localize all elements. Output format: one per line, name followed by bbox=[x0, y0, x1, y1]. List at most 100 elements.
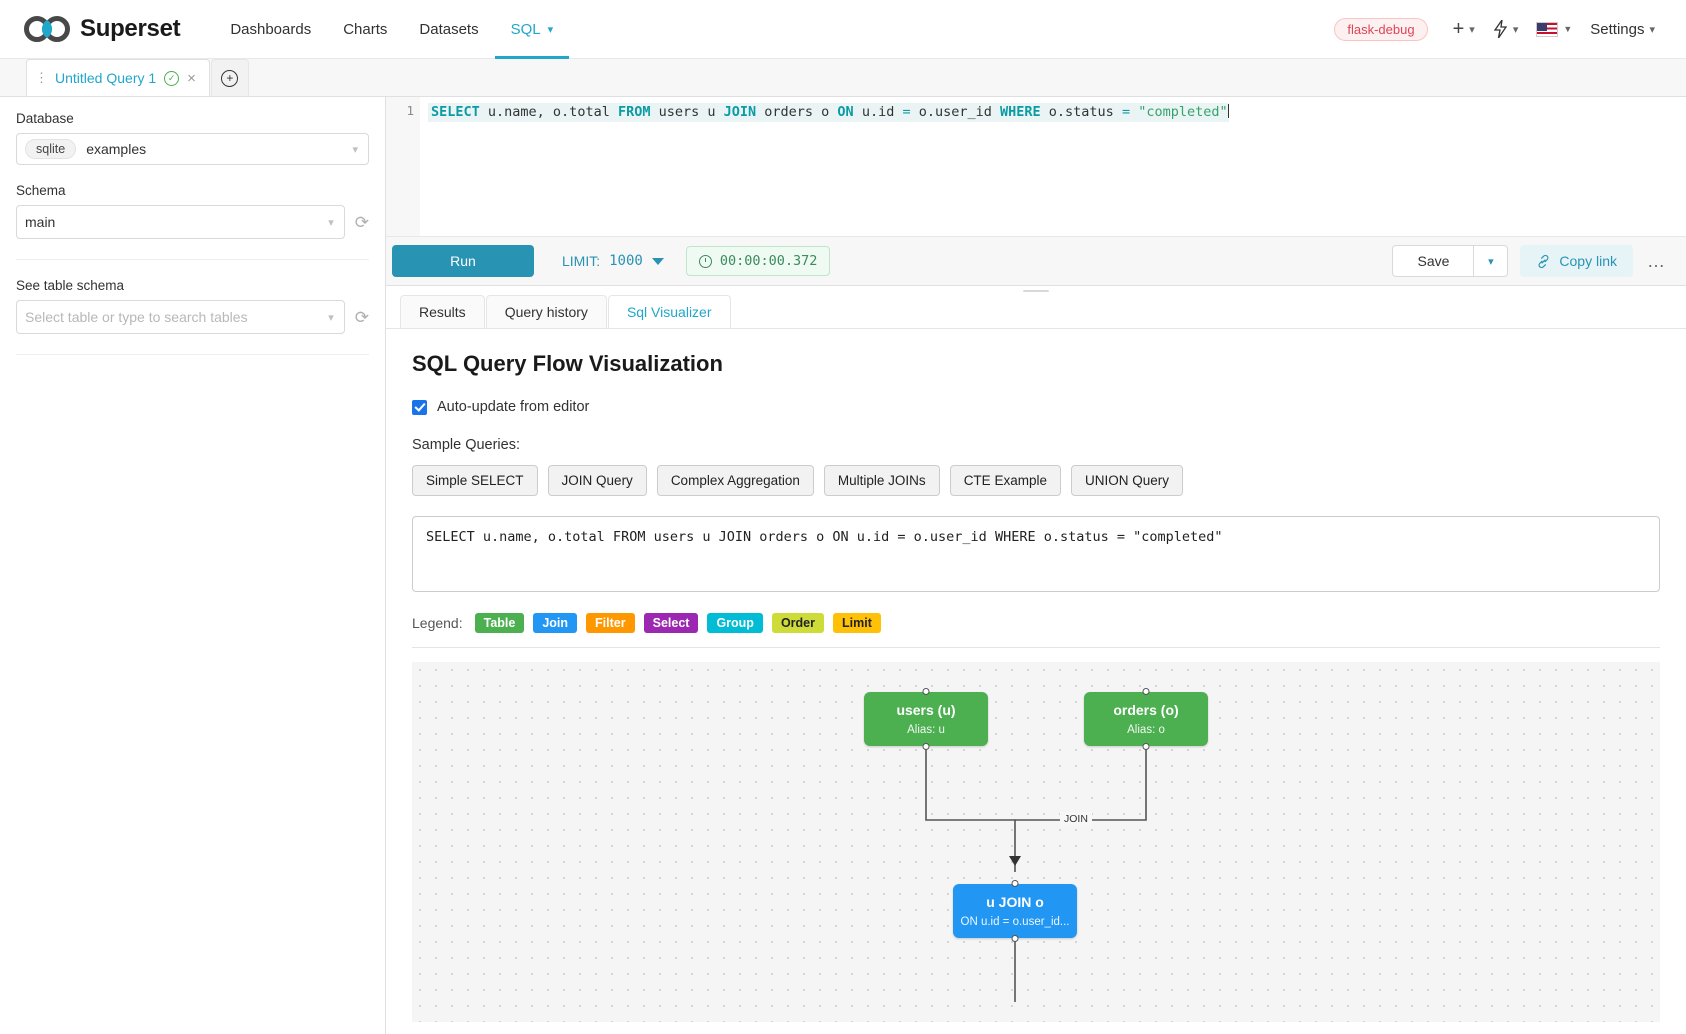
chevron-down-icon: ▾ bbox=[547, 23, 554, 36]
timer-value: 00:00:00.372 bbox=[719, 253, 818, 269]
edge-label-join: JOIN bbox=[1060, 812, 1092, 826]
new-query-tab-button[interactable]: + bbox=[210, 59, 249, 96]
flow-node-orders[interactable]: orders (o) Alias: o bbox=[1084, 688, 1208, 750]
table-select[interactable]: Select table or type to search tables ▾ bbox=[16, 300, 345, 334]
flow-node-title: users (u) bbox=[896, 702, 956, 718]
nav-link-dashboards[interactable]: Dashboards bbox=[230, 20, 312, 38]
flow-node-join[interactable]: u JOIN o ON u.id = o.user_id... bbox=[953, 880, 1077, 942]
node-port-top bbox=[1142, 688, 1150, 695]
legend-chip-select: Select bbox=[643, 613, 699, 633]
chevron-down-icon: ▾ bbox=[1649, 23, 1655, 36]
bolt-menu-button[interactable]: ▾ bbox=[1486, 16, 1526, 42]
legend-chip-group: Group bbox=[707, 613, 763, 633]
drag-handle-icon[interactable]: ⋮ bbox=[35, 70, 48, 85]
auto-update-label: Auto-update from editor bbox=[437, 399, 590, 415]
schema-select[interactable]: main ▾ bbox=[16, 205, 345, 239]
flow-canvas[interactable]: JOIN users (u) Alias: u orders (o) Alias… bbox=[412, 662, 1660, 1022]
legend-label: Legend: bbox=[412, 615, 463, 631]
settings-menu-button[interactable]: Settings ▾ bbox=[1583, 17, 1662, 42]
node-port-top bbox=[1011, 880, 1019, 887]
query-tab[interactable]: ⋮ Untitled Query 1 ✓ × bbox=[26, 59, 210, 96]
limit-value: 1000 bbox=[609, 253, 643, 269]
settings-label: Settings bbox=[1590, 20, 1645, 38]
brand-name: Superset bbox=[80, 15, 181, 42]
database-value: examples bbox=[86, 141, 147, 157]
sample-queries-label: Sample Queries: bbox=[412, 437, 520, 453]
table-placeholder: Select table or type to search tables bbox=[25, 309, 248, 325]
run-button[interactable]: Run bbox=[392, 245, 534, 277]
database-select[interactable]: sqlite examples ▾ bbox=[16, 133, 369, 165]
check-circle-icon: ✓ bbox=[164, 70, 180, 86]
save-dropdown-button[interactable]: ▾ bbox=[1474, 245, 1509, 277]
flow-node-subtitle: Alias: o bbox=[1127, 724, 1165, 736]
more-options-icon[interactable]: … bbox=[1647, 250, 1666, 271]
editor-code-line: SELECT u.name, o.total FROM users u JOIN… bbox=[428, 103, 1229, 122]
chevron-down-icon: ▾ bbox=[352, 143, 358, 156]
database-engine-pill: sqlite bbox=[25, 139, 77, 159]
editor-gutter: 1 bbox=[386, 97, 420, 236]
chevron-down-icon: ▾ bbox=[1469, 23, 1475, 36]
line-number: 1 bbox=[406, 103, 414, 118]
left-panel: Database sqlite examples ▾ Schema main ▾… bbox=[0, 97, 386, 1034]
database-label: Database bbox=[16, 111, 74, 126]
superset-logo-icon bbox=[24, 16, 70, 42]
superset-brand[interactable]: Superset bbox=[24, 15, 181, 43]
query-timer: 00:00:00.372 bbox=[685, 246, 831, 276]
nav-link-sql[interactable]: SQL ▾ bbox=[495, 0, 570, 59]
chevron-down-icon: ▾ bbox=[328, 311, 334, 324]
flow-node-users[interactable]: users (u) Alias: u bbox=[864, 688, 988, 750]
nav-links: Dashboards Charts Datasets SQL ▾ bbox=[214, 0, 569, 59]
sample-simple-select-button[interactable]: Simple SELECT bbox=[412, 465, 538, 496]
link-icon bbox=[1539, 254, 1549, 268]
tab-query-history[interactable]: Query history bbox=[485, 295, 607, 328]
top-navbar: Superset Dashboards Charts Datasets SQL … bbox=[0, 0, 1686, 59]
limit-dropdown[interactable]: LIMIT: 1000 bbox=[562, 253, 664, 269]
clock-icon bbox=[698, 254, 712, 268]
flow-node-subtitle: ON u.id = o.user_id... bbox=[960, 916, 1070, 928]
limit-prefix: LIMIT: bbox=[562, 253, 601, 269]
save-button[interactable]: Save bbox=[1392, 245, 1475, 277]
editor-toolbar: Run LIMIT: 1000 00:00:00.372 Save ▾ bbox=[386, 237, 1686, 286]
sample-join-query-button[interactable]: JOIN Query bbox=[547, 465, 647, 496]
legend-chip-limit: Limit bbox=[833, 613, 881, 633]
sql-editor[interactable]: 1 SELECT u.name, o.total FROM users u JO… bbox=[386, 97, 1686, 237]
chevron-down-icon: ▾ bbox=[1488, 255, 1494, 268]
caret-down-icon: ▼ bbox=[1563, 24, 1573, 34]
node-port-bottom bbox=[1142, 743, 1150, 750]
legend-chip-filter: Filter bbox=[586, 613, 635, 633]
panel-divider bbox=[16, 259, 369, 260]
auto-update-checkbox[interactable] bbox=[412, 399, 427, 415]
sql-input-textarea[interactable] bbox=[412, 516, 1660, 592]
query-tab-label[interactable]: Untitled Query 1 bbox=[55, 70, 157, 86]
nav-link-charts[interactable]: Charts bbox=[343, 20, 388, 38]
chevron-down-icon: ▾ bbox=[328, 216, 334, 229]
sample-multiple-joins-button[interactable]: Multiple JOINs bbox=[823, 465, 940, 496]
tab-results[interactable]: Results bbox=[400, 295, 485, 328]
lightning-bolt-icon bbox=[1493, 20, 1508, 38]
sample-queries-row: Simple SELECT JOIN Query Complex Aggrega… bbox=[412, 465, 1660, 496]
flow-node-subtitle: Alias: u bbox=[907, 724, 945, 736]
refresh-icon[interactable]: ⟳ bbox=[354, 307, 369, 327]
panel-resize-handle[interactable] bbox=[386, 286, 1686, 295]
sample-union-query-button[interactable]: UNION Query bbox=[1070, 465, 1183, 496]
nav-link-datasets[interactable]: Datasets bbox=[419, 20, 479, 38]
caret-down-icon bbox=[651, 257, 664, 265]
editor-code-area[interactable]: SELECT u.name, o.total FROM users u JOIN… bbox=[420, 97, 1686, 236]
tab-sql-visualizer[interactable]: Sql Visualizer bbox=[607, 295, 731, 328]
legend-chip-order: Order bbox=[771, 613, 824, 633]
navbar-right: flask-debug + ▾ ▾ ▼ Settings ▾ bbox=[1334, 15, 1662, 43]
flow-node-title: u JOIN o bbox=[986, 894, 1044, 910]
schema-row: main ▾ ⟳ bbox=[16, 205, 369, 239]
refresh-icon[interactable]: ⟳ bbox=[354, 212, 369, 232]
copy-link-button[interactable]: Copy link bbox=[1520, 245, 1633, 277]
language-menu-button[interactable]: ▼ bbox=[1529, 18, 1579, 41]
node-port-bottom bbox=[1011, 935, 1019, 942]
sql-visualizer-panel: SQL Query Flow Visualization Auto-update… bbox=[386, 329, 1686, 1034]
close-icon[interactable]: × bbox=[187, 69, 196, 87]
schema-value: main bbox=[25, 214, 56, 230]
flow-node-title: orders (o) bbox=[1113, 702, 1179, 718]
new-menu-button[interactable]: + ▾ bbox=[1446, 15, 1482, 43]
save-button-group: Save ▾ bbox=[1392, 245, 1509, 277]
sample-cte-example-button[interactable]: CTE Example bbox=[949, 465, 1061, 496]
sample-complex-aggregation-button[interactable]: Complex Aggregation bbox=[656, 465, 814, 496]
